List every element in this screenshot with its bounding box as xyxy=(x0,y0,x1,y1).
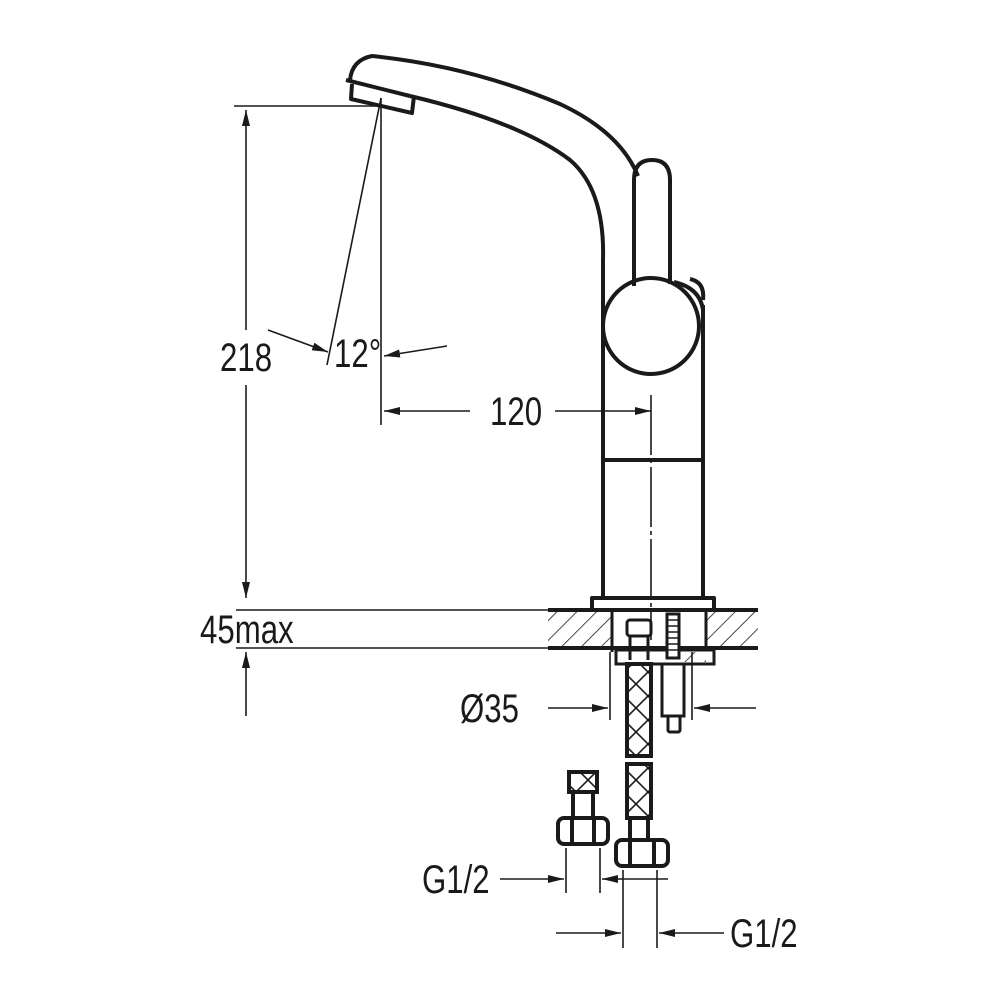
counter-thickness-label: 45max xyxy=(200,608,294,652)
inlet-left-label: G1/2 xyxy=(422,858,490,902)
hose-right xyxy=(614,662,670,868)
angle-dimension-label: 12° xyxy=(334,332,382,376)
lever-hub xyxy=(601,276,701,376)
dimension-lines xyxy=(234,97,756,948)
spout xyxy=(348,54,640,177)
lever-handle xyxy=(632,158,672,286)
countertop-section xyxy=(548,608,758,652)
hole-diameter-label: Ø35 xyxy=(460,687,519,731)
hose-left xyxy=(556,770,610,846)
fixing-assembly xyxy=(614,612,716,734)
inlet-right-label: G1/2 xyxy=(730,912,798,956)
faucet-body xyxy=(345,54,716,612)
height-dimension-label: 218 xyxy=(220,336,273,380)
reach-dimension-label: 120 xyxy=(490,390,543,434)
